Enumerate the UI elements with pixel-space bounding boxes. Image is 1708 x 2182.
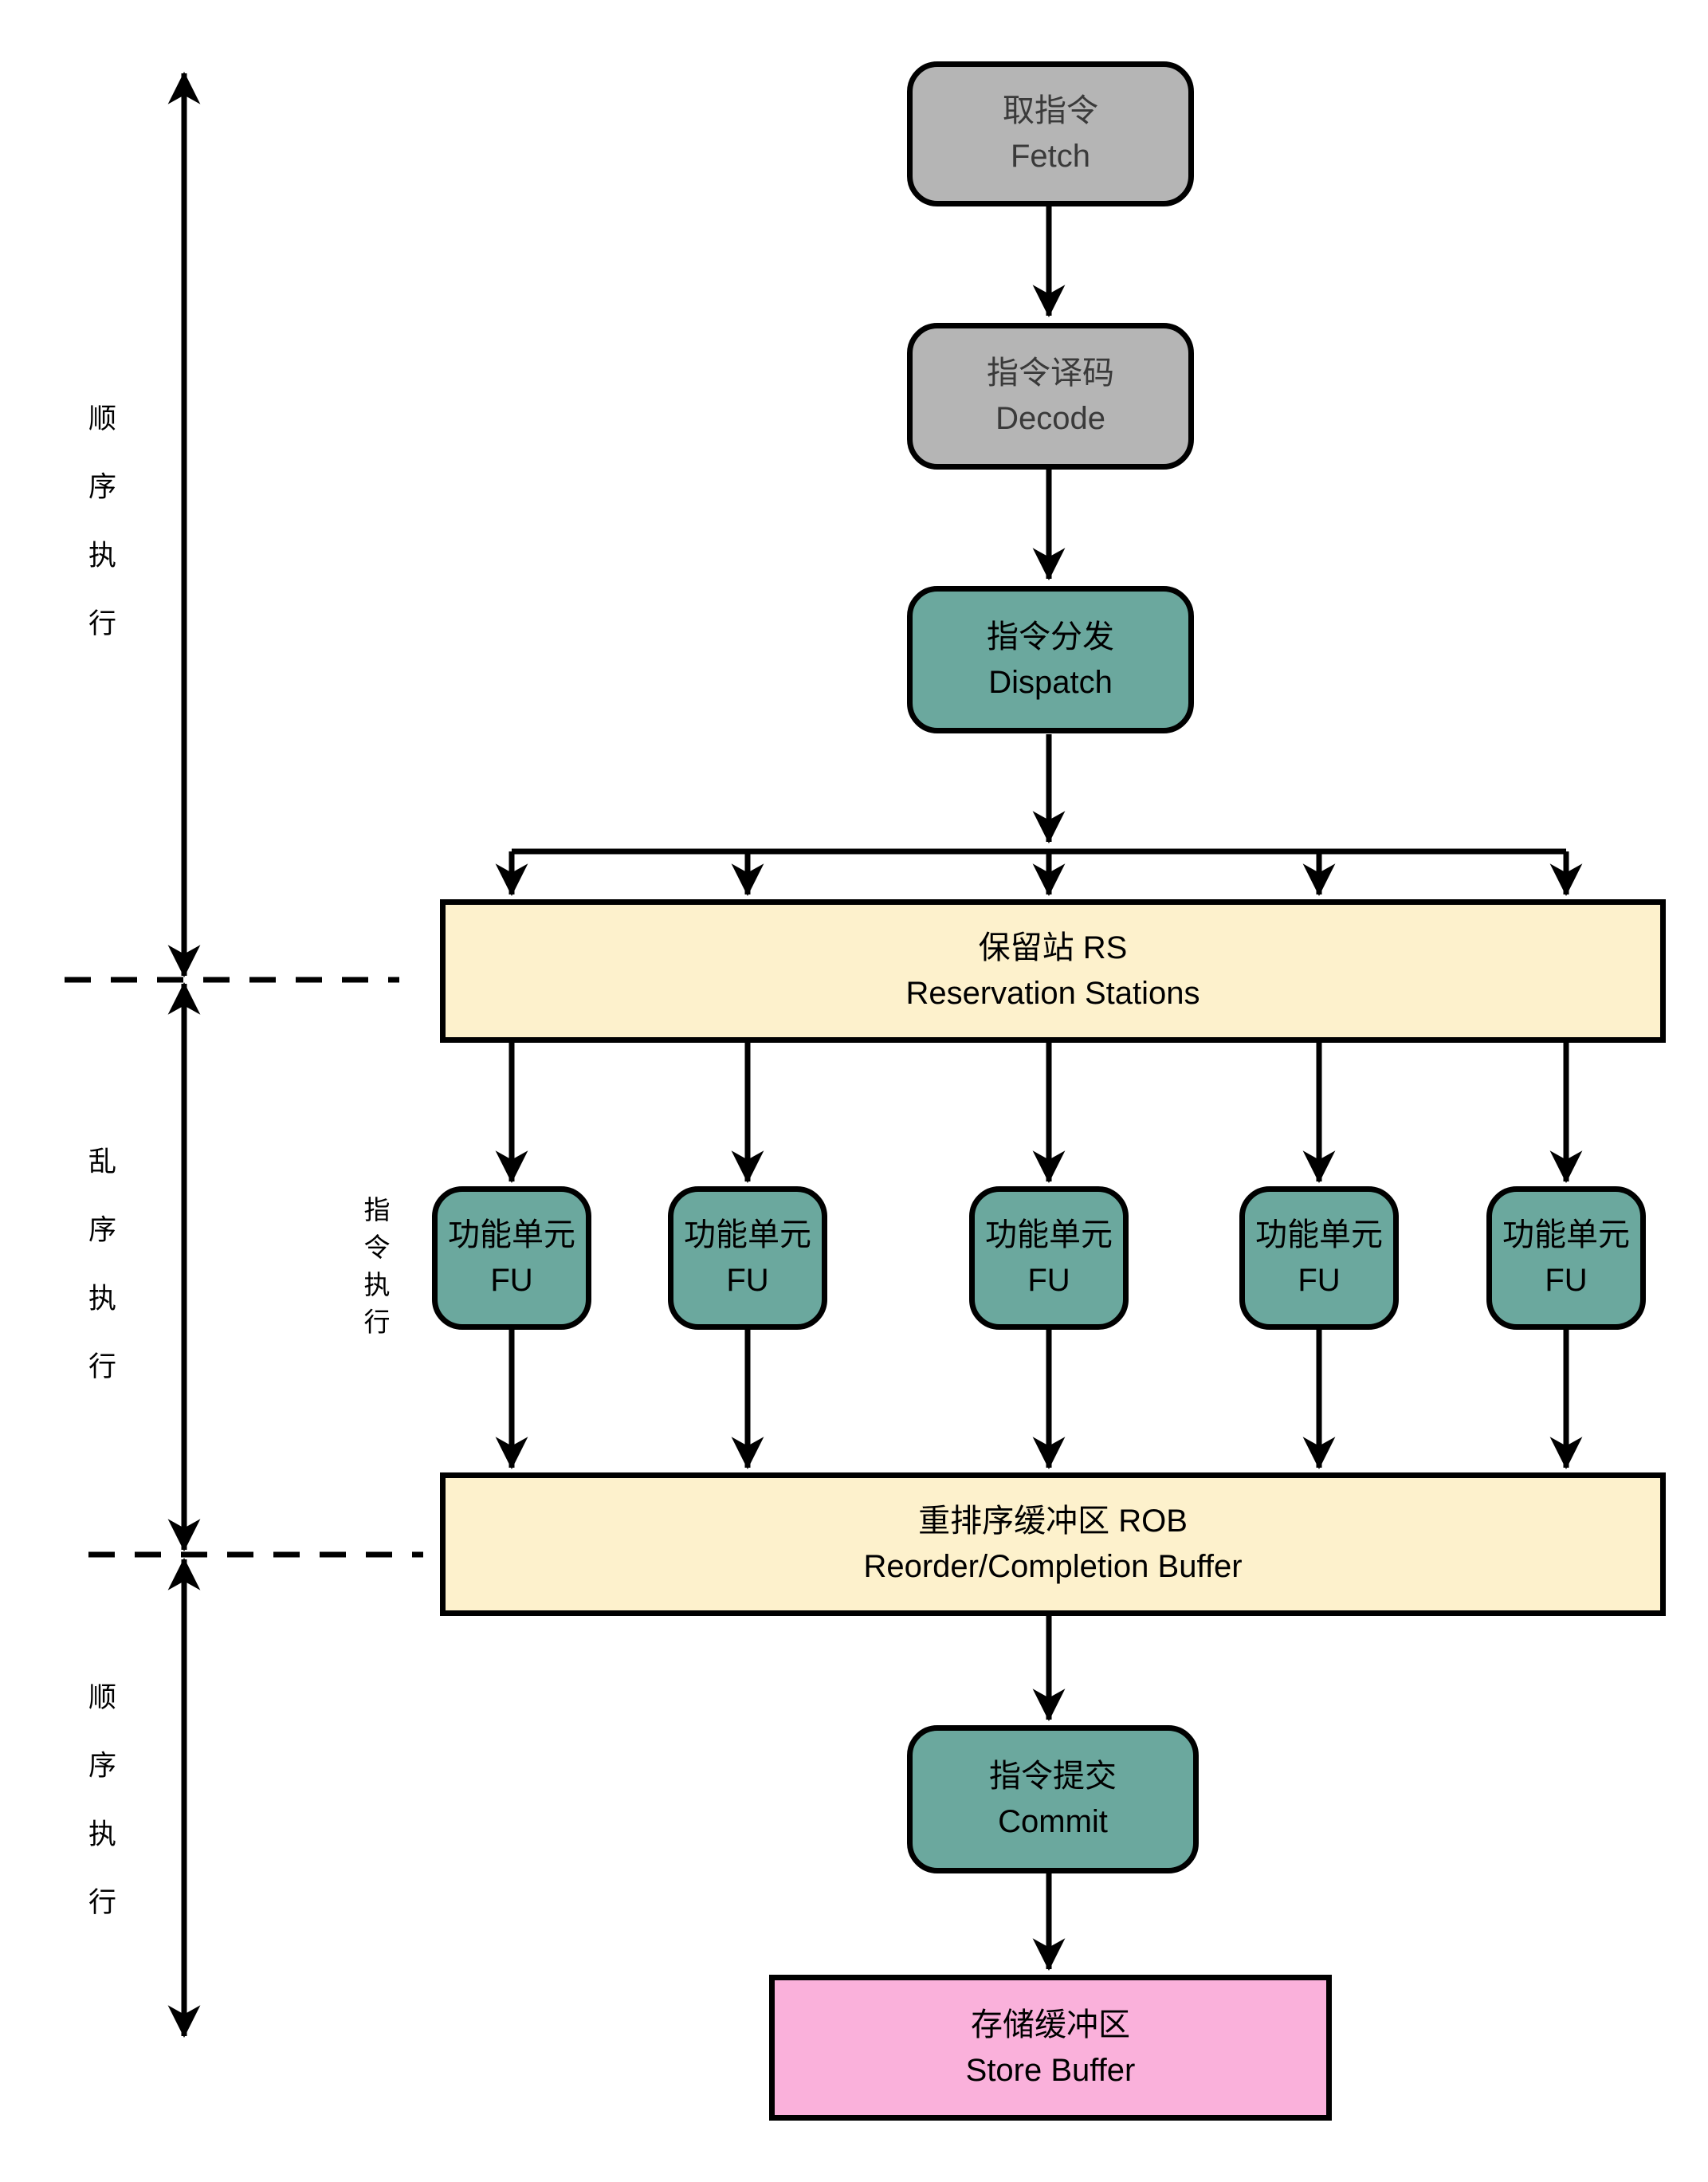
label-in-order-top: 顺序执行 — [84, 403, 116, 677]
commit-label-en: Commit — [998, 1804, 1108, 1839]
fu-5-label-en: FU — [1545, 1263, 1588, 1298]
phase-axis — [65, 71, 423, 2038]
fu-3-label-en: FU — [1027, 1263, 1070, 1298]
fu-node-5: 功能单元 FU — [1486, 1186, 1646, 1330]
fu-1-label-zh: 功能单元 — [448, 1217, 575, 1253]
decode-label-zh: 指令译码 — [987, 356, 1114, 391]
flow-arrows — [495, 206, 1583, 1972]
fetch-label-zh: 取指令 — [1003, 93, 1098, 129]
fu-node-2: 功能单元 FU — [668, 1186, 827, 1330]
fu-4-label-en: FU — [1298, 1263, 1341, 1298]
dispatch-node: 指令分发 Dispatch — [907, 586, 1194, 733]
decode-label-en: Decode — [995, 401, 1105, 436]
label-out-of-order: 乱序执行 — [84, 1146, 116, 1420]
fu-node-1: 功能单元 FU — [432, 1186, 591, 1330]
rob-label-en: Reorder/Completion Buffer — [863, 1549, 1243, 1584]
decode-node: 指令译码 Decode — [907, 323, 1194, 470]
store-buffer-label-en: Store Buffer — [965, 2052, 1136, 2088]
fu-1-label-en: FU — [490, 1263, 533, 1298]
commit-node: 指令提交 Commit — [907, 1725, 1199, 1873]
store-buffer-label-zh: 存储缓冲区 — [971, 2007, 1130, 2042]
fu-4-label-zh: 功能单元 — [1255, 1217, 1383, 1253]
fu-3-label-zh: 功能单元 — [985, 1217, 1113, 1253]
label-in-order-bottom: 顺序执行 — [84, 1682, 116, 1956]
reservation-stations-node: 保留站 RS Reservation Stations — [440, 899, 1666, 1043]
fu-node-4: 功能单元 FU — [1239, 1186, 1399, 1330]
fetch-node: 取指令 Fetch — [907, 61, 1194, 206]
dispatch-label-en: Dispatch — [988, 664, 1113, 700]
commit-label-zh: 指令提交 — [989, 1759, 1117, 1795]
reservation-stations-label-zh: 保留站 RS — [978, 930, 1128, 966]
fu-node-3: 功能单元 FU — [969, 1186, 1129, 1330]
store-buffer-node: 存储缓冲区 Store Buffer — [769, 1975, 1332, 2121]
reservation-stations-label-en: Reservation Stations — [905, 976, 1200, 1011]
rob-node: 重排序缓冲区 ROB Reorder/Completion Buffer — [440, 1472, 1666, 1616]
dispatch-label-zh: 指令分发 — [987, 619, 1114, 655]
fu-2-label-zh: 功能单元 — [684, 1217, 811, 1253]
fu-5-label-zh: 功能单元 — [1502, 1217, 1630, 1253]
fetch-label-en: Fetch — [1010, 139, 1091, 174]
rob-label-zh: 重排序缓冲区 ROB — [918, 1504, 1188, 1539]
label-instruction-execute: 指令执行 — [360, 1196, 390, 1346]
fu-2-label-en: FU — [726, 1263, 769, 1298]
